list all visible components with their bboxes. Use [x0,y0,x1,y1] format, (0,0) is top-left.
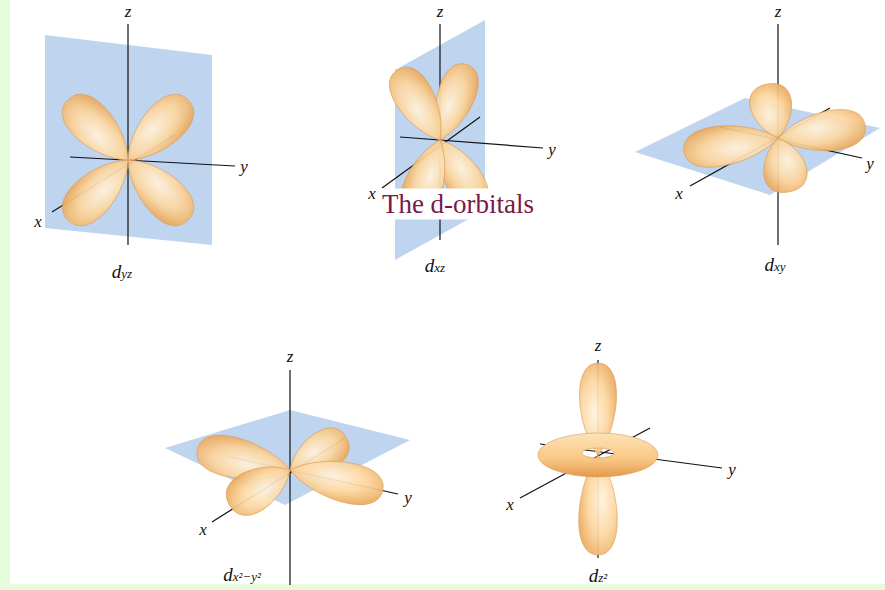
axis-label: y [728,460,736,480]
orbital-panel [165,370,410,585]
axis-label: x [199,520,207,540]
axis-label: x [675,184,683,204]
orbital-lobe [53,145,143,235]
axis-label: y [548,140,556,160]
orbital-torus [538,433,658,477]
orbital-name: dz² [589,565,607,587]
diagram-title: The d-orbitals [378,189,538,220]
orbital-lobe [219,452,300,523]
orbital-lobe [113,145,203,235]
axis-label: z [125,2,132,22]
axis-label: x [506,495,514,515]
axis-label: z [437,2,444,22]
orbital-name: dxz [425,255,445,277]
orbital-name: dyz [112,261,132,283]
axis-line [400,137,543,148]
axis-label: x [34,212,42,232]
axis-label: y [866,154,874,174]
axis-label: z [595,336,602,356]
axis-label: y [240,157,248,177]
orbital-panel [520,360,722,558]
orbital-name: dxy [764,254,785,276]
orbital-panel [45,24,235,245]
orbital-lobe [286,450,387,510]
orbital-panel [635,24,880,245]
orbital-name: dx²−y² [223,564,261,586]
orbital-lobe [757,134,811,197]
axis-label: z [287,347,294,367]
axis-label: z [775,2,782,22]
orbital-lobe [381,60,456,150]
axis-line [289,370,290,585]
orbital-panel [381,20,543,260]
axis-label: y [404,488,412,508]
axis-line [70,157,235,166]
axis-line [127,24,128,245]
page-ground [10,0,885,584]
axis-label: x [368,184,376,204]
